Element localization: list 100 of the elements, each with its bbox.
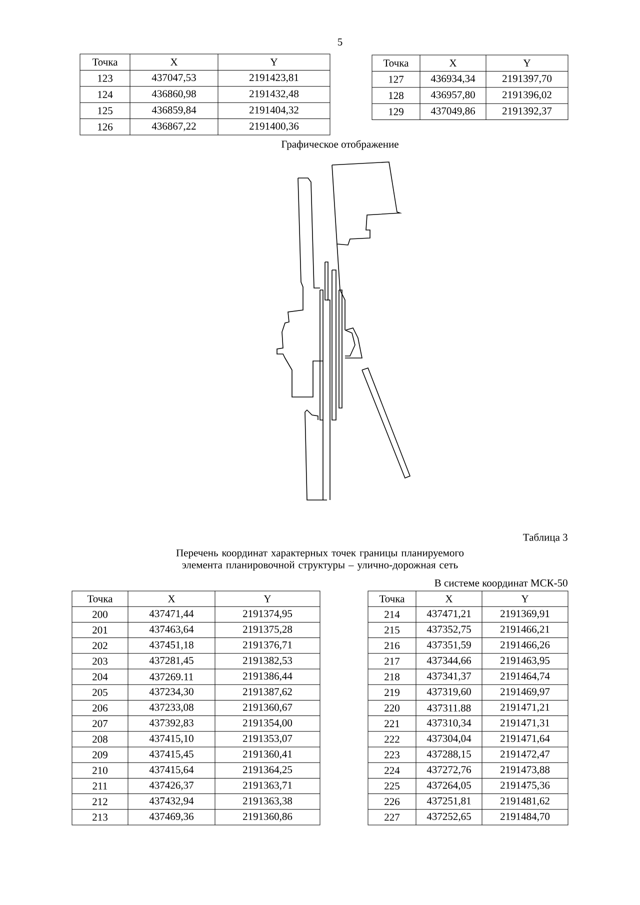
coordinate-value: 437471,21 <box>426 610 471 619</box>
column-header: X <box>449 60 457 67</box>
point-number: 205 <box>92 688 108 696</box>
coordinate-value: 437352,75 <box>426 626 471 634</box>
coordinate-value: 437252,65 <box>426 812 471 822</box>
point-number: 203 <box>92 658 108 665</box>
coordinate-value: 2191354,00 <box>243 719 292 728</box>
coordinate-value: 2191464,74 <box>500 672 550 682</box>
column-header: Точка <box>87 595 113 602</box>
coordinate-value: 437463,64 <box>149 626 194 634</box>
point-number: 219 <box>384 688 400 696</box>
point-number: 218 <box>384 673 400 680</box>
coordinate-value: 437341,37 <box>426 672 471 682</box>
coordinate-value: 2191400,36 <box>250 122 299 132</box>
point-number: 223 <box>384 751 400 758</box>
point-number: 209 <box>92 751 108 758</box>
coordinate-value: 437351,59 <box>426 641 471 650</box>
coordinate-value: 2191466,21 <box>500 626 550 634</box>
table-number: Таблица 3 <box>523 533 568 543</box>
point-number: 126 <box>98 123 113 130</box>
point-number: 225 <box>384 782 400 790</box>
coordinate-value: 2191387,62 <box>243 688 292 697</box>
coordinate-value: 436957,80 <box>430 91 475 100</box>
point-number: 214 <box>384 610 400 618</box>
point-number: 127 <box>389 76 404 83</box>
coordinate-value: 2191375,28 <box>243 626 292 634</box>
point-number: 215 <box>384 626 400 634</box>
point-number: 208 <box>92 736 108 743</box>
coordinate-value: 437047,53 <box>152 74 196 83</box>
column-header: Y <box>264 595 272 602</box>
column-header: Y <box>523 60 531 67</box>
coordinate-value: 436867,22 <box>152 122 196 132</box>
point-number: 213 <box>92 814 108 821</box>
coordinate-value: 437269.11 <box>150 673 193 680</box>
point-number: 217 <box>384 658 400 665</box>
coordinate-value: 2191360,86 <box>243 812 292 822</box>
point-number: 216 <box>384 642 400 650</box>
coordinate-value: 437415,10 <box>149 734 194 744</box>
point-number: 224 <box>384 766 400 774</box>
coordinate-value: 437264,05 <box>426 782 471 790</box>
coordinate-value: 437469,36 <box>149 812 194 822</box>
point-number: 210 <box>92 766 108 774</box>
coordinate-value: 437392,83 <box>149 719 194 728</box>
coordinate-value: 437415,45 <box>149 750 194 760</box>
coordinate-value: 2191376,71 <box>243 641 292 650</box>
coordinate-value: 437471,44 <box>149 610 194 619</box>
coordinate-value: 2191473,88 <box>500 766 550 775</box>
coordinate-value: 436934,34 <box>430 75 476 84</box>
point-number: 124 <box>98 91 113 98</box>
coordinate-system-note: В системе координат МСК-50 <box>434 579 568 589</box>
point-number: 200 <box>92 610 108 618</box>
coordinate-value: 437311.88 <box>427 704 471 712</box>
column-header: Точка <box>383 60 409 67</box>
column-header: X <box>168 595 176 602</box>
coordinate-value: 437432,94 <box>149 797 194 806</box>
coordinate-value: 437233,08 <box>149 704 194 712</box>
coordinate-value: 2191423,81 <box>250 74 298 83</box>
point-number: 222 <box>384 736 400 743</box>
column-header: Точка <box>92 58 118 66</box>
coordinate-value: 2191466,26 <box>500 641 550 650</box>
point-number: 227 <box>384 814 400 821</box>
point-number: 129 <box>389 108 404 116</box>
coordinate-value: 2191360,67 <box>243 704 292 712</box>
coordinate-value: 437415,64 <box>149 766 194 775</box>
coordinate-value: 2191396,02 <box>502 91 552 100</box>
coordinate-value: 2191353,07 <box>243 734 292 744</box>
coordinate-value: 2191382,53 <box>243 656 292 666</box>
coordinate-value: 437234,30 <box>149 688 194 697</box>
coordinate-value: 2191471,64 <box>500 734 550 744</box>
column-header: Y <box>521 595 529 602</box>
point-number: 207 <box>92 720 108 728</box>
column-header: X <box>170 58 178 66</box>
point-number: 128 <box>389 92 404 100</box>
coordinate-value: 437304,04 <box>426 734 472 744</box>
coordinate-value: 437251,81 <box>426 797 471 806</box>
coordinate-value: 436859,84 <box>152 106 196 115</box>
coordinate-value: 437344,66 <box>426 656 471 666</box>
column-header: X <box>445 595 453 602</box>
drawing-heading: Графическое отображение <box>282 140 398 150</box>
coordinate-value: 436860,98 <box>152 90 196 99</box>
coordinate-value: 437451,18 <box>149 641 194 650</box>
point-number: 125 <box>98 107 112 114</box>
coordinate-value: 2191472,47 <box>500 750 550 760</box>
coordinate-value: 2191463,95 <box>500 656 550 666</box>
coordinate-value: 437049,86 <box>430 107 475 116</box>
coordinate-value: 2191471,21 <box>500 704 550 712</box>
point-number: 220 <box>384 704 400 712</box>
coordinate-value: 2191364,25 <box>243 766 292 775</box>
column-header: Y <box>270 58 278 66</box>
coordinate-value: 2191363,71 <box>243 782 292 790</box>
coordinate-value: 2191363,38 <box>243 797 292 806</box>
coordinate-value: 437288,15 <box>426 750 471 760</box>
coordinate-value: 437281,45 <box>149 656 194 666</box>
coordinate-value: 2191397,70 <box>502 75 552 84</box>
coordinate-value: 2191374,95 <box>243 610 292 619</box>
coordinate-value: 2191369,91 <box>500 610 550 619</box>
coordinate-value: 2191484,70 <box>500 812 550 822</box>
point-number: 221 <box>384 720 400 728</box>
coordinate-value: 2191404,32 <box>250 106 298 115</box>
coordinate-value: 2191481,62 <box>500 797 550 806</box>
